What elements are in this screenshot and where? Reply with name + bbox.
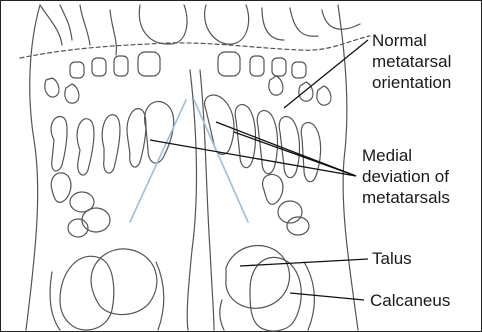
right-phalanx-4 [292, 62, 306, 78]
right-foot-outline [338, 5, 358, 330]
left-phalanx-3 [114, 56, 128, 76]
right-toe-top [262, 8, 360, 40]
leader-medial-deviation-left [150, 140, 356, 176]
left-calcaneus [60, 256, 114, 330]
right-metatarsal-5 [301, 123, 320, 182]
label-line: Normal [372, 30, 451, 51]
left-cuneiform-2 [82, 208, 110, 232]
normal-metatarsal-label: Normal metatarsal orientation [372, 30, 451, 93]
right-metatarsal-1 [205, 95, 234, 154]
right-small-toes [269, 76, 331, 105]
left-phalanx-2 [92, 58, 106, 76]
right-calcaneus [250, 257, 301, 331]
left-metatarsal-1 [145, 101, 174, 163]
left-phalanx-1 [70, 62, 84, 78]
right-talus [226, 246, 290, 309]
left-metatarsal-2 [127, 109, 146, 167]
label-line: Medial [362, 145, 450, 166]
left-toe-top [40, 5, 116, 55]
right-heel-contour [220, 262, 315, 330]
talus-label: Talus [372, 248, 412, 269]
left-metatarsal-4 [77, 119, 94, 175]
medial-deviation-label: Medial deviation of metatarsals [362, 145, 450, 208]
label-line: deviation of [362, 166, 450, 187]
right-phalanx-3 [272, 58, 286, 76]
right-phalanx-2 [250, 56, 264, 76]
left-small-toes [45, 78, 79, 103]
calcaneus-label: Calcaneus [370, 290, 450, 311]
left-metatarsal-5 [51, 117, 67, 172]
label-line: metatarsals [362, 187, 450, 208]
right-hallux-top [205, 5, 249, 44]
leader-medial-deviation-right-2 [234, 132, 356, 176]
left-hallux-top [139, 5, 187, 44]
right-phalanx-1 [218, 52, 240, 76]
left-phalanx-4 [138, 52, 160, 76]
label-line: orientation [372, 72, 451, 93]
left-foot-inner-outline [187, 70, 196, 330]
right-cuboid [263, 174, 283, 204]
right-foot-inner-outline [200, 70, 214, 330]
left-cuboid [51, 173, 71, 203]
left-metatarsal-3 [102, 115, 120, 173]
left-foot-outline [26, 5, 40, 330]
leader-normal-metatarsal [284, 40, 368, 108]
left-axis-line [130, 100, 186, 222]
label-line: metatarsal [372, 51, 451, 72]
